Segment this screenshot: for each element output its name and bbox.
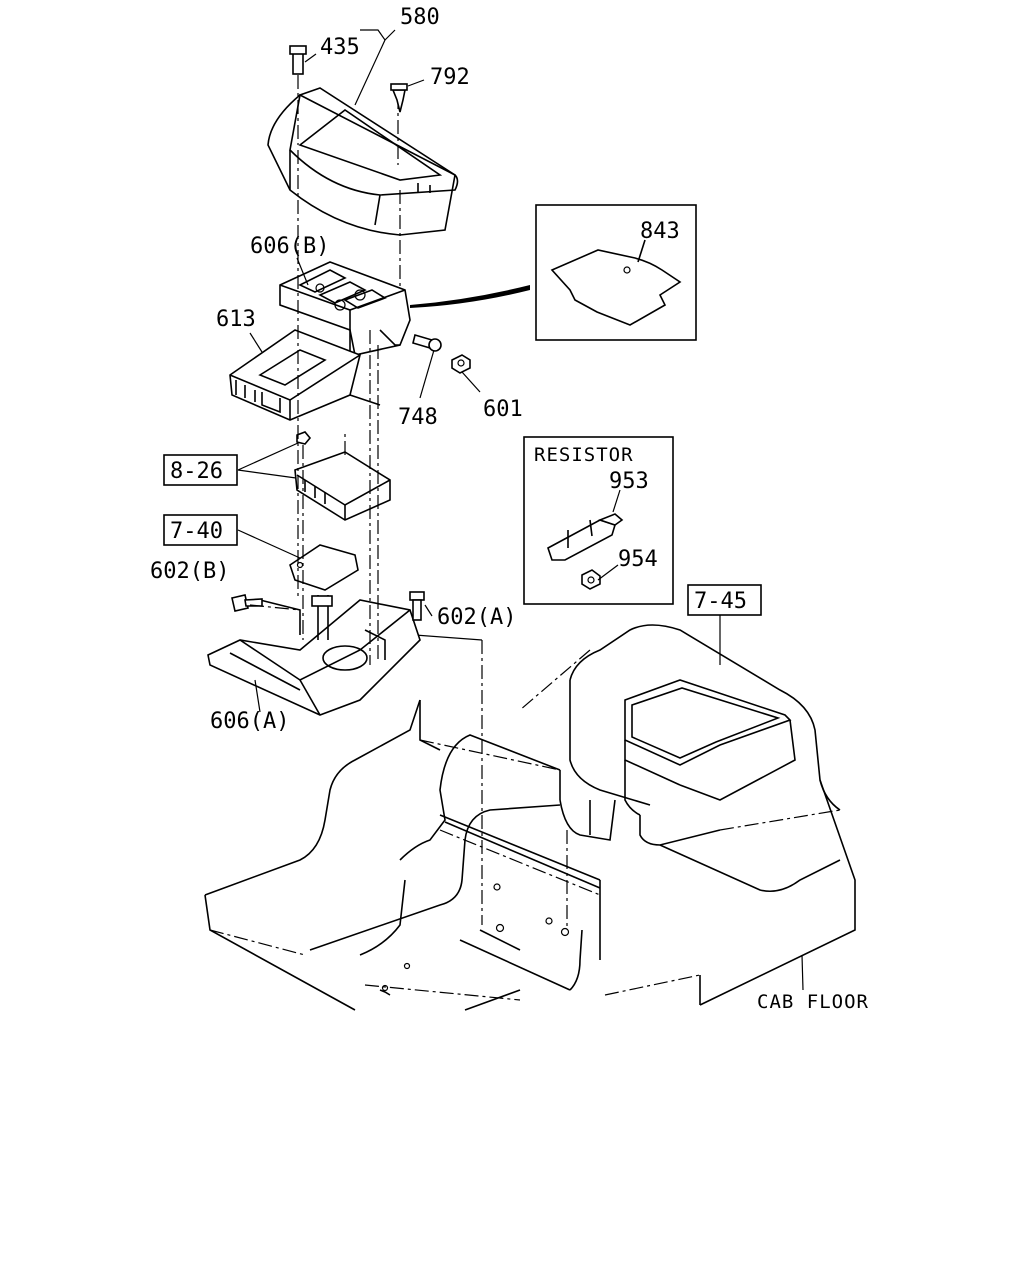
cab-floor-drawing	[204, 624, 856, 1011]
part-8-26-module	[294, 430, 391, 521]
part-602b-bolt	[231, 594, 263, 612]
label-606a: 606(A)	[210, 709, 289, 734]
label-601: 601	[483, 397, 523, 422]
labels: 580 435 792 843 606(B) 613 748 601 8-26 …	[150, 5, 869, 1013]
label-7-45: 7-45	[694, 589, 747, 614]
part-748-bolt	[412, 333, 442, 352]
label-602b: 602(B)	[150, 559, 229, 584]
part-580-cover	[267, 75, 459, 330]
label-792: 792	[430, 65, 470, 90]
label-954: 954	[618, 547, 658, 572]
label-606b: 606(B)	[250, 234, 329, 259]
part-613-ecu	[229, 329, 381, 421]
part-606a-bracket	[207, 595, 421, 716]
label-cab-floor: CAB FLOOR	[757, 991, 869, 1013]
ref-box-7-45	[687, 584, 762, 616]
label-7-40: 7-40	[170, 519, 223, 544]
label-953: 953	[609, 469, 649, 494]
part-7-40-pad	[289, 544, 359, 591]
ref-box-7-40	[163, 514, 238, 546]
label-435: 435	[320, 35, 360, 60]
label-748: 748	[398, 405, 438, 430]
ref-box-8-26	[163, 454, 238, 486]
label-8-26: 8-26	[170, 459, 223, 484]
part-602a-bolt	[409, 591, 425, 621]
part-606b-bracket	[279, 261, 411, 356]
part-601-nut	[451, 354, 471, 374]
assembly-lines	[249, 150, 379, 665]
label-613: 613	[216, 307, 256, 332]
label-580: 580	[400, 5, 440, 30]
resistor-inset	[523, 436, 674, 605]
label-843: 843	[640, 219, 680, 244]
part-792-clip	[390, 83, 408, 113]
part-843-inset	[410, 204, 697, 341]
label-602a: 602(A)	[437, 605, 516, 630]
leader-lines	[237, 29, 804, 991]
resistor-title: RESISTOR	[534, 444, 634, 466]
part-435-bolt	[289, 45, 307, 75]
